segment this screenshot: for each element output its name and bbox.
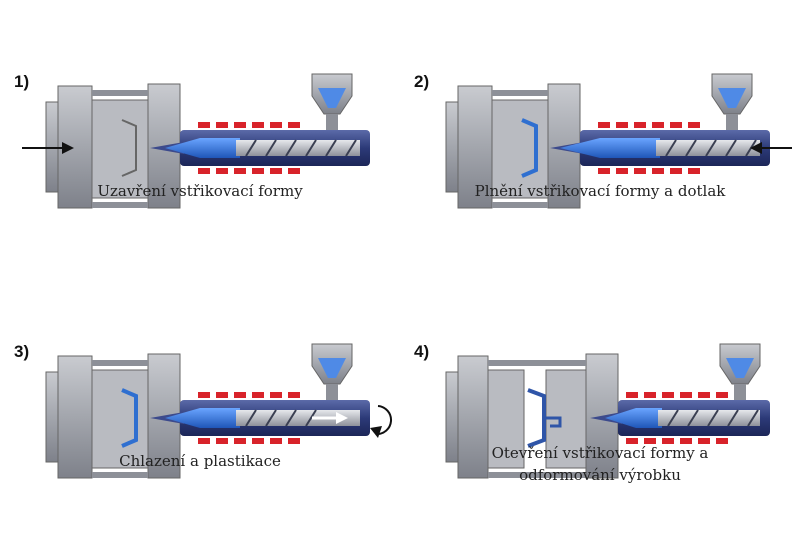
machine-ejection-figure (445, 343, 770, 479)
step-number: 4) (414, 342, 430, 361)
step-3-panel: 3) Chlazení a plastikace (0, 270, 400, 540)
machine-cooling-figure (45, 343, 393, 479)
step-caption-line-1: Otevření vstřikovací formy a (491, 444, 709, 462)
step-caption: Chlazení a plastikace (119, 452, 281, 470)
step-caption: Plnění vstřikovací formy a dotlak (474, 182, 726, 200)
step-caption: Otevření vstřikovací formy a odformování… (400, 442, 800, 486)
step-4-panel: 4) Otevření vstřikovací formy a (400, 270, 800, 540)
machine-closing-figure (22, 73, 370, 209)
step-number: 3) (14, 342, 30, 361)
step-number: 2) (414, 72, 430, 91)
step-1-panel: 1) (0, 0, 400, 270)
step-caption: Uzavření vstřikovací formy (97, 182, 303, 200)
machine-filling-figure (445, 73, 792, 209)
step-2-panel: 2) Plnění vstřikovací formy a dotlak (400, 0, 800, 270)
step-caption-line-2: odformování výrobku (519, 466, 681, 484)
step-number: 1) (14, 72, 30, 91)
